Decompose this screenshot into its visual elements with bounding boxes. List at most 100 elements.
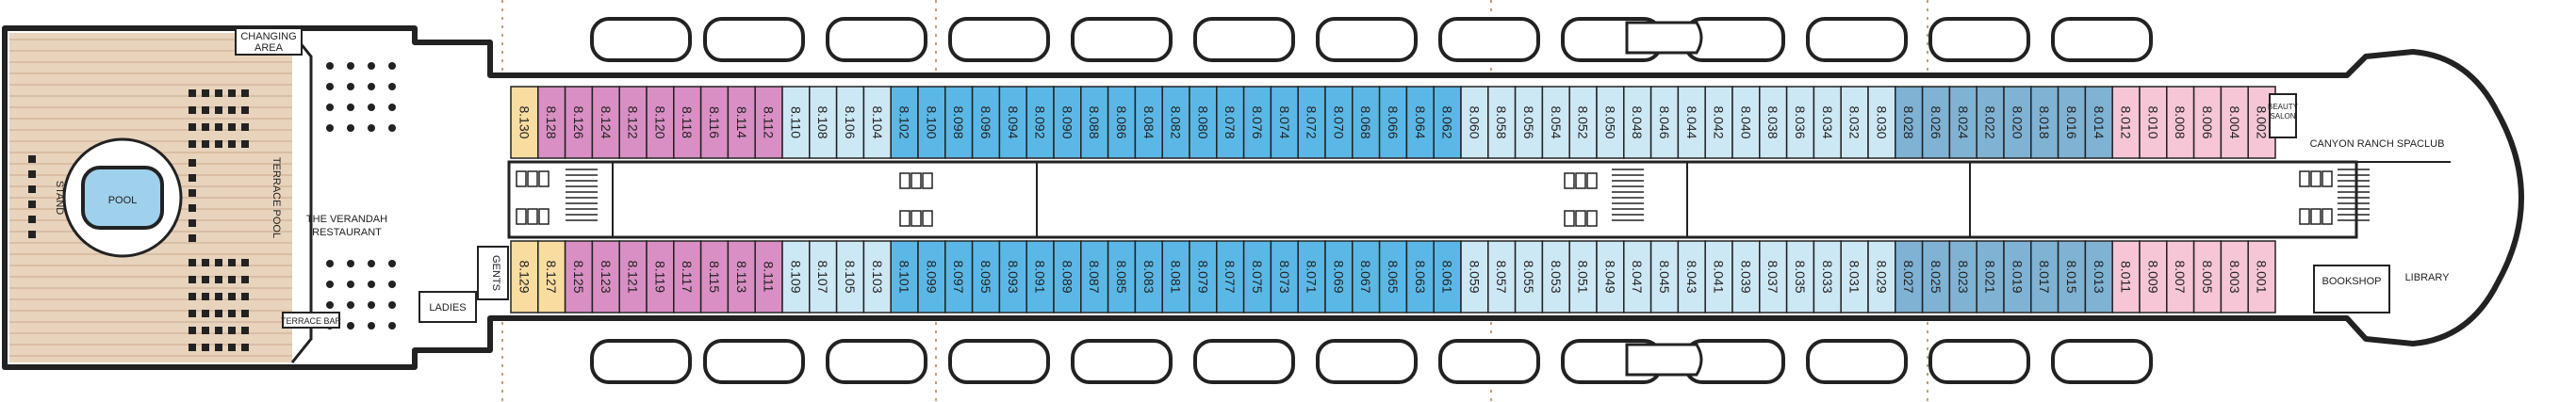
cabin[interactable]: 8.077	[1216, 240, 1245, 314]
cabin[interactable]: 8.021	[1976, 240, 2005, 314]
cabin[interactable]: 8.011	[2111, 240, 2141, 314]
cabin[interactable]: 8.129	[510, 240, 539, 314]
cabin[interactable]: 8.108	[809, 86, 838, 159]
cabin[interactable]: 8.113	[727, 240, 756, 314]
cabin[interactable]: 8.008	[2166, 86, 2195, 159]
cabin[interactable]: 8.096	[971, 86, 1001, 159]
cabin[interactable]: 8.080	[1189, 86, 1218, 159]
cabin[interactable]: 8.073	[1270, 240, 1299, 314]
cabin[interactable]: 8.125	[564, 240, 594, 314]
cabin[interactable]: 8.062	[1433, 86, 1462, 159]
cabin[interactable]: 8.103	[862, 240, 892, 314]
cabin[interactable]: 8.069	[1324, 240, 1354, 314]
cabin[interactable]: 8.044	[1677, 86, 1706, 159]
cabin[interactable]: 8.094	[998, 86, 1027, 159]
cabin[interactable]: 8.049	[1596, 240, 1625, 314]
cabin[interactable]: 8.090	[1053, 86, 1082, 159]
cabin[interactable]: 8.120	[646, 86, 675, 159]
cabin[interactable]: 8.101	[890, 240, 919, 314]
cabin[interactable]: 8.066	[1378, 86, 1408, 159]
cabin[interactable]: 8.078	[1216, 86, 1245, 159]
cabin[interactable]: 8.019	[2003, 240, 2032, 314]
cabin[interactable]: 8.076	[1242, 86, 1272, 159]
cabin[interactable]: 8.028	[1895, 86, 1924, 159]
cabin[interactable]: 8.020	[2003, 86, 2032, 159]
cabin[interactable]: 8.012	[2111, 86, 2141, 159]
cabin[interactable]: 8.122	[618, 86, 648, 159]
cabin[interactable]: 8.023	[1948, 240, 1977, 314]
cabin[interactable]: 8.006	[2192, 86, 2223, 159]
cabin[interactable]: 8.013	[2084, 240, 2113, 314]
cabin[interactable]: 8.039	[1731, 240, 1761, 314]
cabin[interactable]: 8.088	[1080, 86, 1109, 159]
cabin[interactable]: 8.118	[673, 86, 702, 159]
cabin[interactable]: 8.068	[1352, 86, 1381, 159]
cabin[interactable]: 8.081	[1161, 240, 1190, 314]
cabin[interactable]: 8.126	[564, 86, 594, 159]
cabin[interactable]: 8.038	[1759, 86, 1788, 159]
cabin[interactable]: 8.065	[1378, 240, 1408, 314]
cabin[interactable]: 8.063	[1405, 240, 1435, 314]
cabin[interactable]: 8.089	[1053, 240, 1082, 314]
cabin[interactable]: 8.084	[1134, 86, 1163, 159]
cabin[interactable]: 8.079	[1189, 240, 1218, 314]
cabin[interactable]: 8.059	[1460, 240, 1489, 314]
cabin[interactable]: 8.072	[1297, 86, 1326, 159]
cabin[interactable]: 8.082	[1161, 86, 1190, 159]
cabin[interactable]: 8.100	[917, 86, 946, 159]
cabin[interactable]: 8.121	[618, 240, 648, 314]
cabin[interactable]: 8.061	[1433, 240, 1462, 314]
cabin[interactable]: 8.035	[1785, 240, 1815, 314]
cabin[interactable]: 8.119	[646, 240, 675, 314]
cabin[interactable]: 8.107	[809, 240, 838, 314]
cabin[interactable]: 8.003	[2220, 240, 2249, 314]
cabin[interactable]: 8.051	[1568, 240, 1598, 314]
cabin[interactable]: 8.099	[917, 240, 946, 314]
cabin[interactable]: 8.130	[510, 86, 539, 159]
cabin[interactable]: 8.030	[1867, 86, 1896, 159]
cabin[interactable]: 8.017	[2030, 240, 2059, 314]
cabin[interactable]: 8.052	[1568, 86, 1598, 159]
cabin[interactable]: 8.032	[1840, 86, 1869, 159]
cabin[interactable]: 8.111	[754, 240, 783, 314]
cabin[interactable]: 8.005	[2192, 240, 2223, 314]
cabin[interactable]: 8.124	[591, 86, 620, 159]
cabin[interactable]: 8.098	[944, 86, 974, 159]
cabin[interactable]: 8.117	[673, 240, 702, 314]
cabin[interactable]: 8.018	[2030, 86, 2059, 159]
cabin[interactable]: 8.128	[537, 86, 566, 159]
cabin[interactable]: 8.048	[1623, 86, 1652, 159]
cabin[interactable]: 8.070	[1324, 86, 1354, 159]
cabin[interactable]: 8.064	[1405, 86, 1435, 159]
cabin[interactable]: 8.009	[2139, 240, 2168, 314]
cabin[interactable]: 8.114	[727, 86, 756, 159]
cabin[interactable]: 8.093	[998, 240, 1027, 314]
cabin[interactable]: 8.031	[1840, 240, 1869, 314]
cabin[interactable]: 8.037	[1759, 240, 1788, 314]
cabin[interactable]: 8.067	[1352, 240, 1381, 314]
cabin[interactable]: 8.105	[835, 240, 865, 314]
cabin[interactable]: 8.127	[537, 240, 566, 314]
cabin[interactable]: 8.027	[1895, 240, 1924, 314]
cabin[interactable]: 8.115	[699, 240, 730, 314]
cabin[interactable]: 8.057	[1487, 240, 1517, 314]
cabin[interactable]: 8.074	[1270, 86, 1299, 159]
cabin[interactable]: 8.071	[1297, 240, 1326, 314]
cabin[interactable]: 8.102	[890, 86, 919, 159]
cabin[interactable]: 8.110	[781, 86, 811, 159]
cabin[interactable]: 8.083	[1134, 240, 1163, 314]
cabin[interactable]: 8.041	[1704, 240, 1733, 314]
cabin[interactable]: 8.001	[2247, 240, 2276, 314]
cabin[interactable]: 8.060	[1460, 86, 1489, 159]
cabin[interactable]: 8.085	[1107, 240, 1137, 314]
cabin[interactable]: 8.097	[944, 240, 974, 314]
cabin[interactable]: 8.026	[1921, 86, 1951, 159]
cabin[interactable]: 8.010	[2139, 86, 2168, 159]
cabin[interactable]: 8.058	[1487, 86, 1517, 159]
cabin[interactable]: 8.046	[1649, 86, 1680, 159]
cabin[interactable]: 8.036	[1785, 86, 1815, 159]
cabin[interactable]: 8.007	[2166, 240, 2195, 314]
cabin[interactable]: 8.056	[1514, 86, 1544, 159]
cabin[interactable]: 8.086	[1107, 86, 1137, 159]
cabin[interactable]: 8.015	[2057, 240, 2087, 314]
